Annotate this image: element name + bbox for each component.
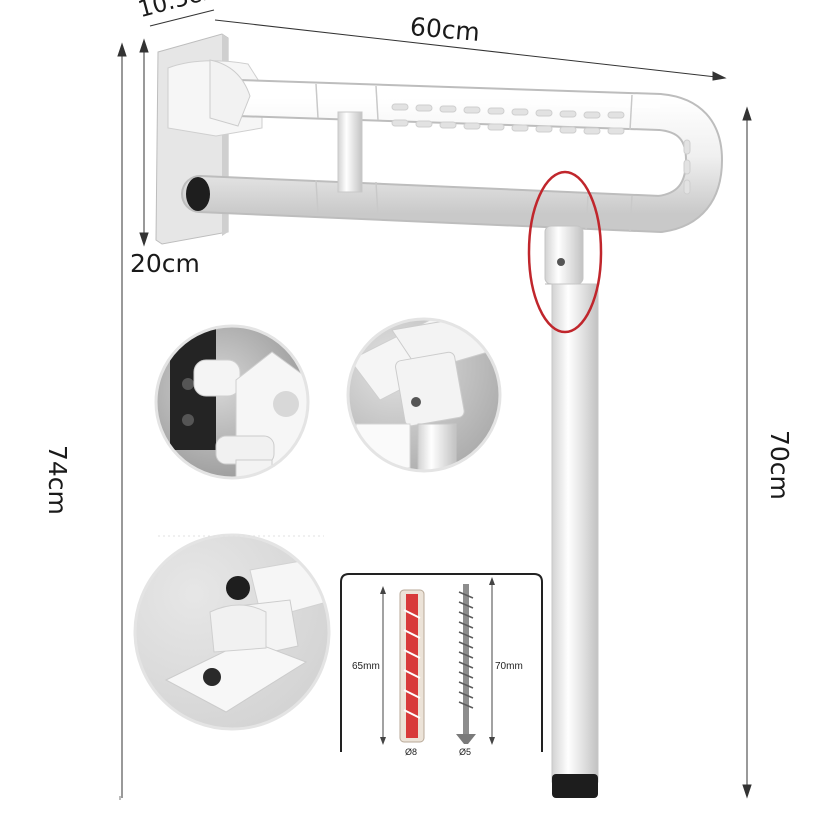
hinge-highlight-ring [527,170,603,334]
detail-hinge [348,319,500,471]
fastener-box [340,573,543,752]
screw-icon [456,584,476,744]
leg-height-label: 70cm [765,430,794,500]
support-leg [544,225,599,798]
anchor-length-label: 65mm [352,661,380,672]
total-height-label: 74cm [43,445,72,515]
bar-length-label: 60cm [408,12,482,47]
detail-wall-bracket [156,326,308,478]
detail-floor-foot [135,535,329,729]
wall-anchor-icon [399,589,425,743]
grab-bar [181,59,724,234]
anchor-diameter-label: Ø8 [405,747,418,757]
screw-length-label: 70mm [495,661,523,672]
wall-plate-height-label: 20cm [130,249,200,278]
screw-diameter-label: Ø5 [459,747,472,757]
dimension-lines [117,9,752,799]
